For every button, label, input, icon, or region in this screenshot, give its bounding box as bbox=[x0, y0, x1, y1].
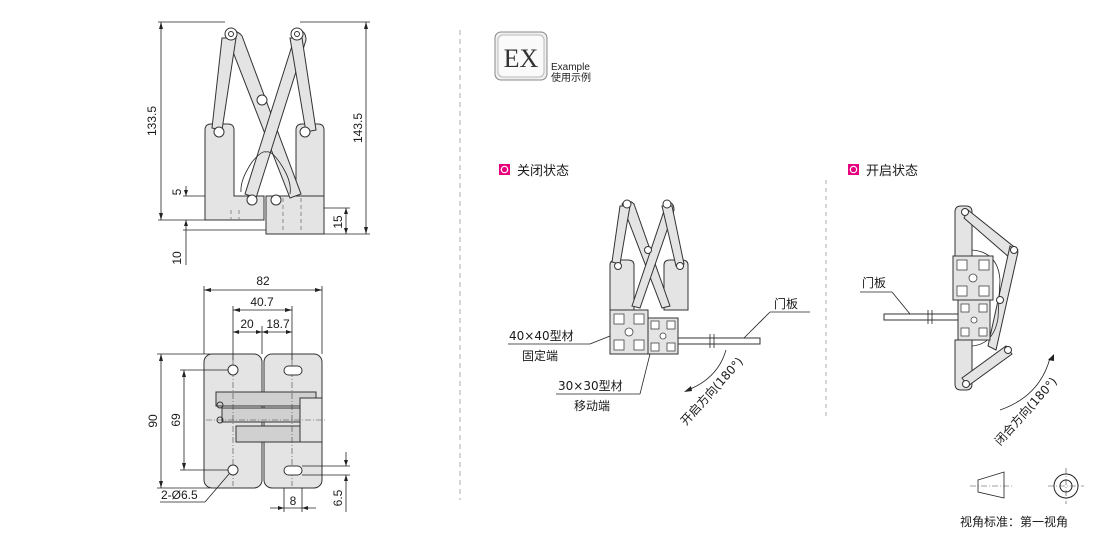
closed-door-label: 门板 bbox=[774, 296, 798, 311]
hinge-top-view bbox=[203, 353, 326, 489]
dim-90: 90 bbox=[146, 414, 160, 428]
badge-label-en: Example bbox=[551, 62, 590, 73]
dim-40-7: 40.7 bbox=[250, 295, 274, 309]
dim-5: 5 bbox=[170, 188, 184, 195]
open-marker bbox=[848, 164, 859, 175]
dim-69: 69 bbox=[169, 413, 183, 427]
dim-10: 10 bbox=[170, 251, 184, 265]
open-door-label: 门板 bbox=[862, 275, 886, 290]
closed-marker bbox=[499, 164, 510, 175]
side-view-dimensions: 133.5 143.5 5 10 15 bbox=[145, 21, 370, 265]
closed-state-section: 关闭状态 门板 40×40型材 固定端 bbox=[499, 164, 810, 428]
hinge-side-view bbox=[204, 27, 325, 235]
view-standard-label: 视角标准：第一视角 bbox=[960, 514, 1068, 529]
moving-end-label: 移动端 bbox=[574, 399, 610, 413]
badge-letters: EX bbox=[504, 44, 539, 73]
profile-40-label: 40×40型材 bbox=[509, 329, 574, 343]
badge-label-cn: 使用示例 bbox=[551, 71, 591, 84]
profile-30-label: 30×30型材 bbox=[558, 379, 623, 393]
dim-82: 82 bbox=[256, 274, 270, 288]
open-title: 开启状态 bbox=[866, 164, 918, 179]
closed-title: 关闭状态 bbox=[517, 164, 569, 179]
dim-20: 20 bbox=[240, 317, 254, 331]
dim-15: 15 bbox=[331, 215, 345, 229]
example-badge: EX Example 使用示例 bbox=[494, 31, 591, 84]
dim-6-5: 6.5 bbox=[331, 489, 345, 506]
fixed-end-label: 固定端 bbox=[522, 348, 558, 363]
close-direction-label: 闭合方向(180°) bbox=[991, 374, 1060, 448]
open-state-section: 开启状态 门板 闭合方向(180°) bbox=[848, 164, 1060, 448]
dim-133-5: 133.5 bbox=[145, 106, 159, 136]
dim-143-5: 143.5 bbox=[351, 113, 365, 143]
dim-8: 8 bbox=[290, 494, 297, 508]
dim-18-7: 18.7 bbox=[266, 317, 290, 331]
hole-label: 2-Ø6.5 bbox=[161, 488, 198, 502]
top-view-dimensions: 82 40.7 20 18.7 90 69 2-Ø6.5 8 bbox=[146, 274, 350, 512]
first-angle-symbol: 视角标准：第一视角 bbox=[960, 468, 1084, 529]
